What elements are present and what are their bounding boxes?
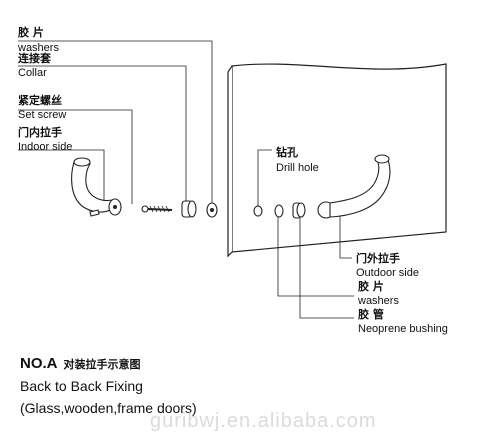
label-indoor-side-en: Indoor side: [18, 141, 72, 153]
washer-left: [206, 202, 218, 218]
caption-title: NO.A 对装拉手示意图: [20, 355, 141, 372]
neoprene-bushing: [292, 202, 306, 219]
watermark: guribwj.en.alibaba.com: [150, 410, 377, 432]
label-collar-zh: 连接套: [18, 51, 52, 65]
caption-title-zh: 对装拉手示意图: [63, 358, 141, 371]
label-washers-left-en: washers: [17, 42, 59, 54]
label-washers-right-en: washers: [357, 295, 399, 307]
label-indoor-side-zh: 门内拉手: [18, 125, 62, 139]
label-washers-left-zh: 胶 片: [18, 25, 44, 39]
label-drill-hole-zh: 钻孔: [276, 145, 298, 159]
washer-right: [274, 204, 284, 218]
caption-line-1: Back to Back Fixing: [20, 378, 143, 394]
outdoor-handle: [317, 154, 391, 219]
label-bushing-en: Neoprene bushing: [358, 323, 448, 335]
set-screw: [141, 205, 173, 213]
label-bushing-zh: 胶 管: [358, 307, 384, 321]
door-panel-edge: [227, 65, 233, 258]
caption-title-no: NO.A: [20, 355, 58, 372]
label-set-screw-en: Set screw: [18, 109, 66, 121]
label-collar-en: Collar: [18, 67, 47, 79]
label-outdoor-side-zh: 门外拉手: [356, 251, 400, 265]
door-panel: [231, 63, 447, 253]
label-set-screw-zh: 紧定螺丝: [18, 93, 62, 107]
label-drill-hole-en: Drill hole: [276, 162, 319, 174]
caption-line-2: (Glass,wooden,frame doors): [20, 400, 197, 416]
indoor-handle: [71, 157, 122, 217]
drill-hole: [253, 205, 263, 217]
label-washers-right-zh: 胶 片: [358, 279, 384, 293]
label-outdoor-side-en: Outdoor side: [356, 267, 419, 279]
collar: [181, 200, 197, 218]
